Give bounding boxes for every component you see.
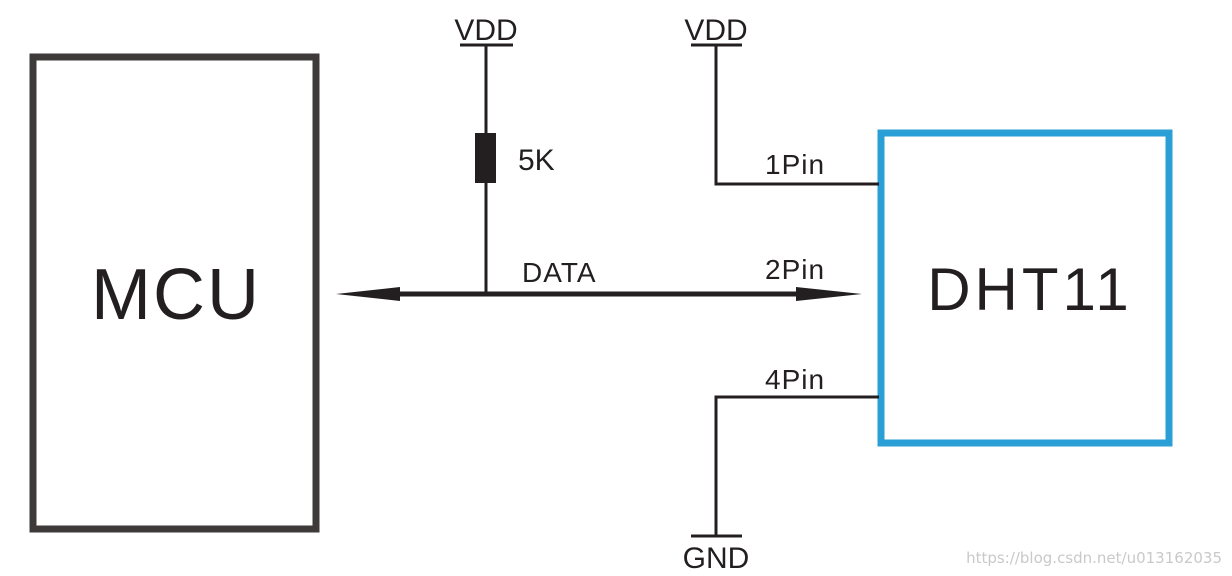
mcu-box (29, 53, 320, 533)
dht11-block: DHT11 (877, 129, 1173, 447)
sensor-vdd-branch: VDD 1Pin (684, 14, 879, 186)
gnd-label: GND (683, 542, 750, 575)
ground-branch: 4Pin GND (683, 364, 879, 575)
pullup-branch: VDD 5K (454, 14, 555, 294)
mcu-block: MCU (29, 53, 320, 533)
dht11-box (877, 129, 1173, 447)
watermark: https://blog.csdn.net/u013162035 (966, 549, 1222, 567)
pin1-label: 1Pin (765, 149, 825, 180)
pullup-vdd-label: VDD (454, 14, 517, 47)
pin2-label: 2Pin (765, 254, 825, 285)
dht11-label: DHT11 (927, 256, 1133, 323)
arrow-left-icon (336, 287, 400, 301)
mcu-label: MCU (91, 255, 261, 335)
pin4-wire (714, 395, 879, 536)
pin4-label: 4Pin (765, 364, 825, 395)
resistor-5k (475, 133, 496, 183)
data-bus: DATA 2Pin (336, 254, 862, 301)
sensor-vdd-label: VDD (684, 14, 747, 47)
data-label: DATA (522, 257, 597, 288)
resistor-label: 5K (518, 144, 555, 177)
pin1-wire (714, 45, 879, 186)
arrow-right-icon (796, 287, 862, 301)
